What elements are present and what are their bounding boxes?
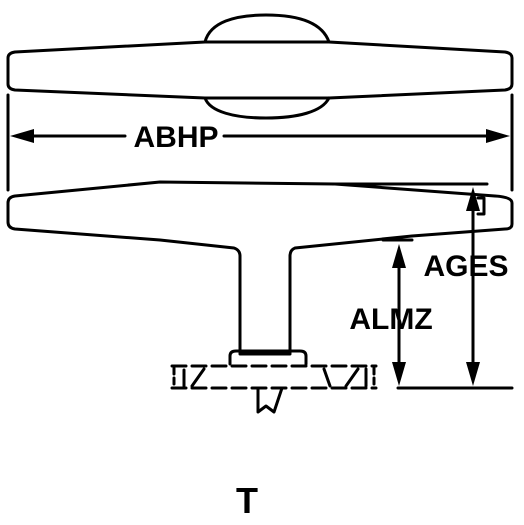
top-view-grip [6, 40, 514, 100]
ages-bracket [476, 196, 486, 216]
mount-hatch-left [182, 367, 206, 388]
ages-arrow-bottom [466, 362, 480, 386]
abhp-arrow-right [486, 129, 510, 143]
view-caption: T [236, 480, 258, 521]
abhp-arrow-left [10, 129, 34, 143]
almz-arrow-bottom [392, 362, 406, 386]
top-view-hub-top [203, 13, 331, 44]
almz-label: ALMZ [349, 303, 432, 336]
ages-arrow-top [466, 187, 480, 211]
side-view-base-collar [228, 349, 308, 366]
mount-hatch-right [344, 367, 368, 388]
almz-arrow-top [392, 244, 406, 268]
top-view-hub-bottom [203, 96, 331, 120]
stem-stub [256, 386, 284, 414]
mount-hatch-mid [322, 367, 332, 388]
abhp-label: ABHP [133, 121, 218, 154]
side-view-t-handle [6, 180, 514, 356]
ages-label: AGES [423, 250, 508, 283]
